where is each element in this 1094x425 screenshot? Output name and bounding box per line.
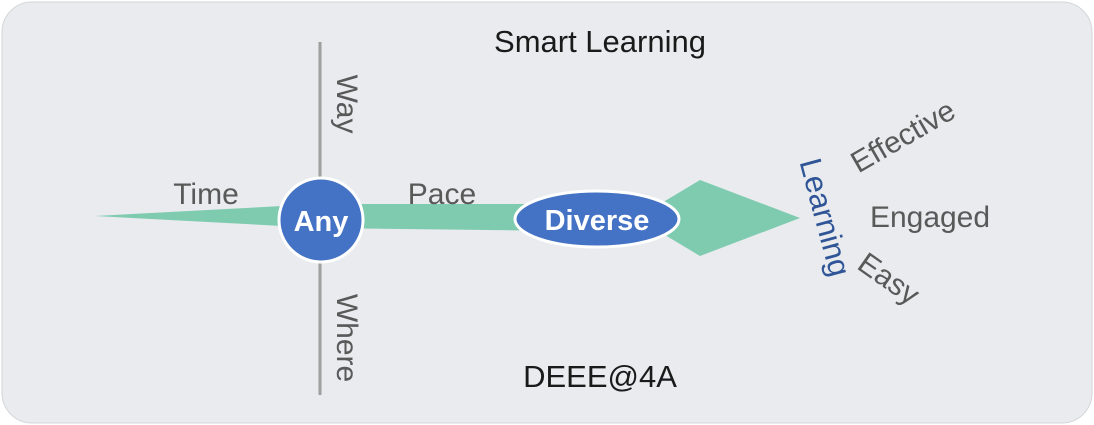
axis-label-time: Time bbox=[173, 178, 239, 211]
any-node bbox=[277, 176, 365, 264]
diverse-node-label: Diverse bbox=[545, 205, 650, 237]
axis-label-where: Where bbox=[330, 294, 363, 382]
diagram-title: Smart Learning bbox=[494, 24, 706, 59]
diverse-node bbox=[513, 189, 681, 249]
axis-label-pace: Pace bbox=[408, 178, 476, 211]
diagram-footer: DEEE@4A bbox=[523, 359, 677, 394]
axis-label-way: Way bbox=[330, 75, 363, 134]
outcome-engaged: Engaged bbox=[870, 201, 990, 234]
direction-arrow bbox=[95, 180, 800, 256]
any-node-label: Any bbox=[294, 206, 349, 238]
